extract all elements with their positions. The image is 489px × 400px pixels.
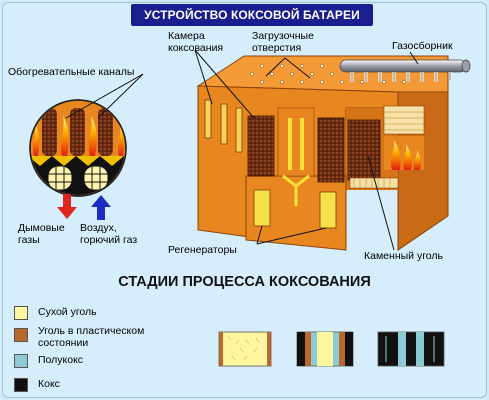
flame-icon xyxy=(403,144,412,170)
coking-chamber xyxy=(247,115,381,183)
legend-label-coke: Кокс xyxy=(38,378,60,390)
chamber-doors xyxy=(204,99,243,153)
flame-icon xyxy=(33,122,40,156)
flame-icon xyxy=(390,140,401,170)
legend-label-dry-coal: Сухой уголь xyxy=(38,306,97,318)
label-regenerators: Регенераторы xyxy=(168,244,237,256)
label-flue-gases: Дымовые газы xyxy=(18,222,65,246)
label-coking-chamber: Камера коксования xyxy=(168,30,224,54)
label-gas-collector: Газосборник xyxy=(392,40,453,52)
heating-flue xyxy=(277,107,315,206)
inset-coal-chamber-3 xyxy=(98,108,113,156)
heating-wall-cutaway xyxy=(349,105,425,189)
diagram-title: УСТРОЙСТВО КОКСОВОЙ БАТАРЕИ xyxy=(144,8,360,22)
inset-coal-chamber-2 xyxy=(70,108,85,156)
flame-icon xyxy=(60,116,69,156)
legend-swatch-semicoke xyxy=(14,354,28,368)
loading-holes xyxy=(250,64,406,84)
leader-lines xyxy=(65,49,419,251)
legend-swatch-plastic-coal xyxy=(14,328,28,342)
legend-label-semicoke: Полукокс xyxy=(38,354,84,366)
label-hard-coal: Каменный уголь xyxy=(364,250,443,262)
title-banner: УСТРОЙСТВО КОКСОВОЙ БАТАРЕИ xyxy=(131,4,373,26)
gas-collector-pipe xyxy=(339,59,471,82)
label-air-fuel-gas: Воздух, горючий газ xyxy=(80,222,138,246)
regenerators xyxy=(253,189,337,229)
stage-bar-1 xyxy=(218,331,272,367)
flue-gas-arrow xyxy=(57,194,77,219)
inset-coal-chamber-1 xyxy=(42,108,57,156)
legend-label-plastic-coal: Уголь в пластическом состоянии xyxy=(38,325,145,349)
stage-bar-2 xyxy=(296,331,354,367)
flame-icon xyxy=(88,116,97,156)
label-heating-channels: Обогревательные каналы xyxy=(8,66,135,78)
heating-channels-inset xyxy=(29,99,127,197)
legend-swatch-dry-coal xyxy=(14,306,28,320)
label-loading-holes: Загрузочные отверстия xyxy=(252,30,314,54)
air-fuel-gas-arrow xyxy=(91,195,111,220)
legend-swatch-coke xyxy=(14,378,28,392)
stages-title: СТАДИИ ПРОЦЕССА КОКСОВАНИЯ xyxy=(118,274,371,290)
stage-bar-3 xyxy=(377,331,445,367)
flame-icon xyxy=(413,150,421,170)
